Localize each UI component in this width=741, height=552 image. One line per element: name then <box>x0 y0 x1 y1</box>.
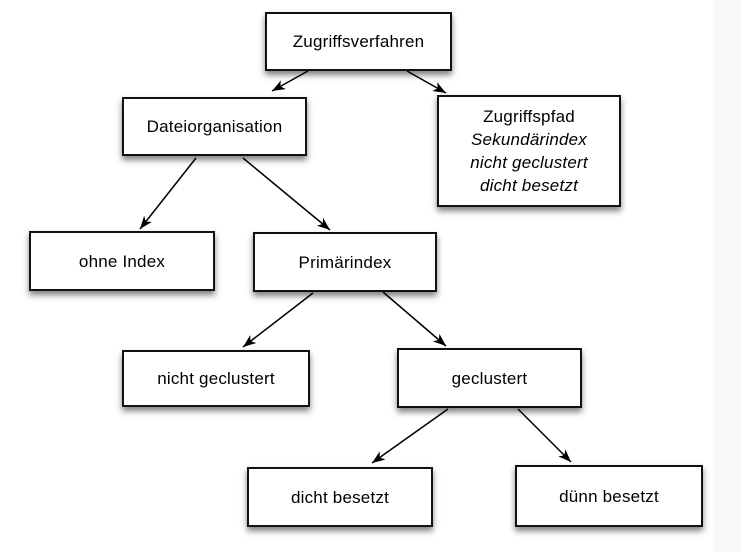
edge-geclustert-duenn-besetzt <box>517 408 572 463</box>
node-nicht-geclustert-label: nicht geclustert <box>157 369 275 388</box>
node-duenn-besetzt: dünn besetzt <box>515 465 703 527</box>
node-zugriffsverfahren: Zugriffsverfahren <box>265 12 452 71</box>
edge-zugriffsverfahren-dateiorganisation <box>271 70 309 92</box>
node-zugriffspfad-line4: dicht besetzt <box>479 176 579 195</box>
edge-dateiorganisation-primaerindex <box>242 157 331 231</box>
node-primaerindex: Primärindex <box>253 232 437 292</box>
node-ohne-index-label: ohne Index <box>78 251 166 271</box>
edge-dateiorganisation-ohne-index <box>139 157 197 230</box>
edge-geclustert-dicht-besetzt <box>371 408 449 464</box>
node-primaerindex-label: Primärindex <box>298 252 392 272</box>
node-geclustert-label: geclustert <box>451 368 528 388</box>
node-dateiorganisation-label: Dateiorganisation <box>146 117 283 136</box>
edge-primaerindex-nicht-geclustert <box>242 292 314 348</box>
node-dateiorganisation: Dateiorganisation <box>122 97 307 156</box>
node-dicht-besetzt: dicht besetzt <box>247 467 433 527</box>
node-zugriffspfad-line1: Zugriffspfad <box>483 107 575 126</box>
node-nicht-geclustert: nicht geclustert <box>122 350 310 407</box>
node-duenn-besetzt-label: dünn besetzt <box>559 486 659 506</box>
right-margin-band <box>714 0 741 552</box>
node-zugriffsverfahren-label: Zugriffsverfahren <box>292 32 425 51</box>
node-dicht-besetzt-label: dicht besetzt <box>290 487 390 507</box>
edge-zugriffsverfahren-zugriffspfad <box>406 70 447 94</box>
node-ohne-index: ohne Index <box>29 231 215 291</box>
node-zugriffspfad-line3: nicht geclustert <box>470 153 588 172</box>
node-zugriffspfad: Zugriffspfad Sekundärindex nicht geclust… <box>437 95 621 207</box>
edge-primaerindex-geclustert <box>382 291 447 347</box>
node-geclustert: geclustert <box>397 348 582 408</box>
node-zugriffspfad-line2: Sekundärindex <box>470 130 587 149</box>
